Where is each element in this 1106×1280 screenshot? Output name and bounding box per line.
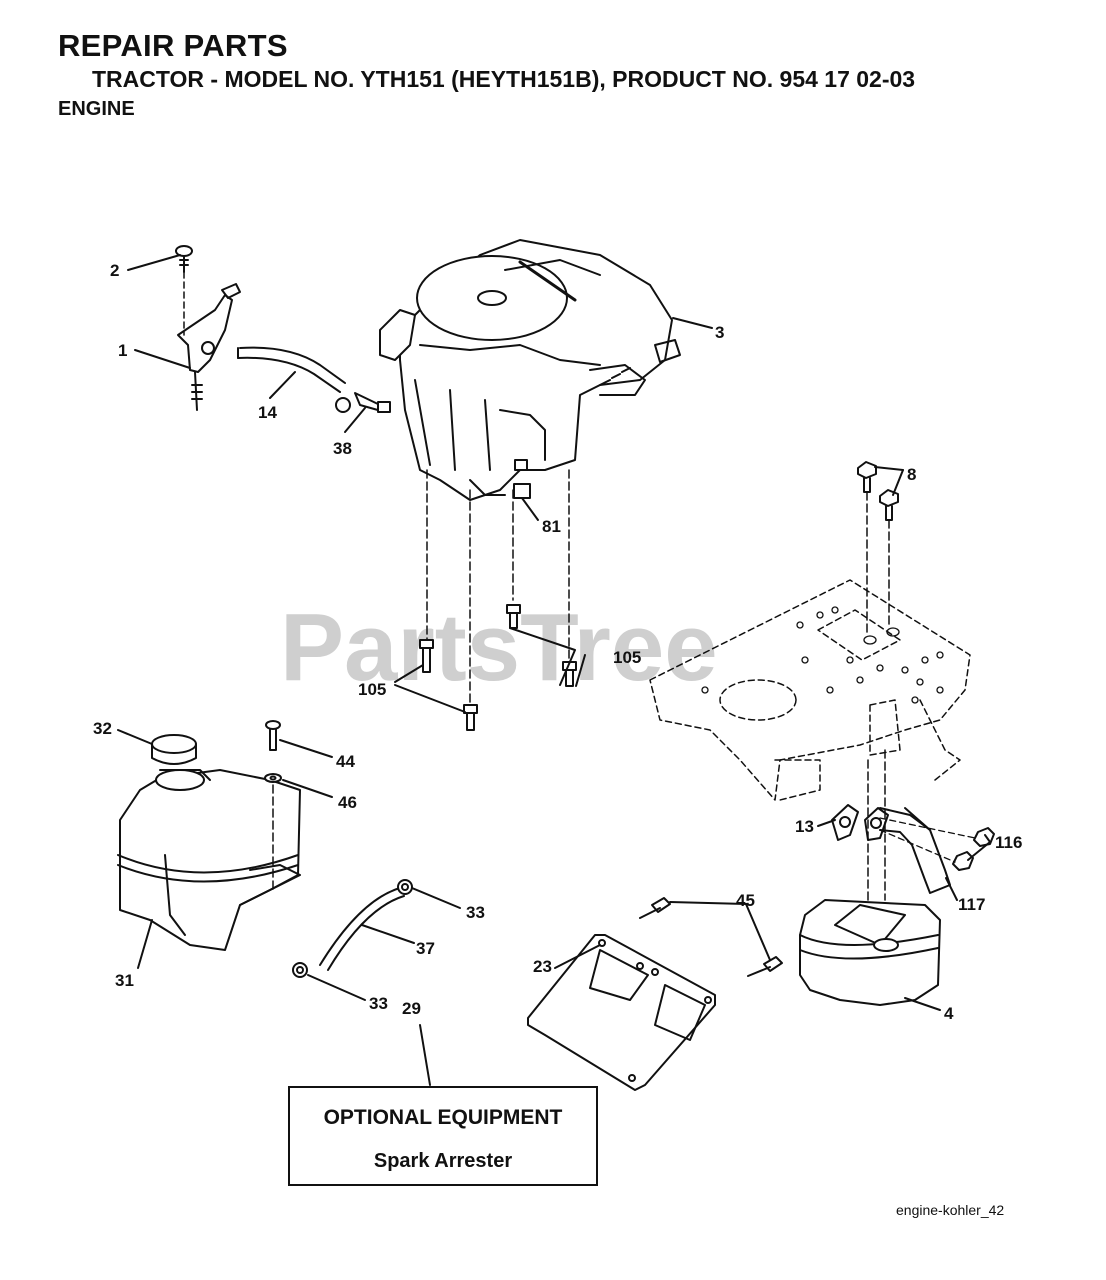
screw (175, 245, 193, 336)
callout-32: 32 (93, 719, 112, 738)
frame-holes (701, 606, 944, 704)
tank-bolt (264, 720, 282, 891)
model-subtitle: TRACTOR - MODEL NO. YTH151 (HEYTH151B), … (92, 66, 916, 92)
fuel-line (319, 887, 405, 971)
fuel-hose (237, 346, 346, 393)
fuel-tank (117, 769, 301, 951)
tractor-frame (649, 579, 971, 801)
engine (379, 239, 681, 501)
callout-117: 117 (958, 895, 985, 914)
callout-45: 45 (736, 891, 755, 910)
callout-1: 1 (118, 341, 127, 360)
fuel-cap (151, 734, 197, 765)
callout-105-left: 105 (358, 680, 386, 699)
callout-3: 3 (715, 323, 724, 342)
throttle-bracket (177, 283, 241, 411)
exhaust-nut (879, 817, 995, 871)
hose-fitting (335, 392, 391, 413)
heat-shield (527, 934, 716, 1091)
callout-2: 2 (110, 261, 119, 280)
optional-equipment-title: OPTIONAL EQUIPMENT (323, 1106, 563, 1129)
callout-33-bottom: 33 (369, 994, 388, 1013)
callout-labels: 2 1 14 38 3 8 81 105 105 32 44 46 31 33 … (93, 261, 1022, 1023)
leader-lines (117, 254, 991, 1086)
callout-81: 81 (542, 517, 561, 536)
figure-id: engine-kohler_42 (896, 1202, 1005, 1218)
optional-equipment-box: OPTIONAL EQUIPMENT Spark Arrester (288, 1086, 598, 1186)
callout-31: 31 (115, 971, 134, 990)
engine-bolt (419, 604, 577, 731)
callout-13: 13 (795, 817, 814, 836)
callout-116: 116 (995, 833, 1022, 852)
exhaust-gasket (831, 804, 889, 841)
callout-46: 46 (338, 793, 357, 812)
callout-4: 4 (944, 1004, 954, 1023)
section-title: ENGINE (58, 98, 135, 120)
nut (513, 483, 531, 499)
hose-clamp (292, 879, 413, 978)
callout-8: 8 (907, 465, 916, 484)
exhaust-pipe (879, 807, 951, 894)
callout-44: 44 (336, 752, 355, 771)
callout-29: 29 (402, 999, 421, 1018)
callout-14: 14 (258, 403, 277, 422)
callout-38: 38 (333, 439, 352, 458)
callout-37: 37 (416, 939, 435, 958)
page-title: REPAIR PARTS (58, 28, 288, 63)
shield-screw (639, 897, 783, 977)
callout-105-right: 105 (613, 648, 641, 667)
callout-23: 23 (533, 957, 552, 976)
muffler (799, 899, 941, 1006)
watermark: PartsTree (280, 594, 718, 701)
callout-33-top: 33 (466, 903, 485, 922)
frame-bolt (857, 461, 899, 636)
spark-arrester-label: Spark Arrester (373, 1150, 513, 1172)
